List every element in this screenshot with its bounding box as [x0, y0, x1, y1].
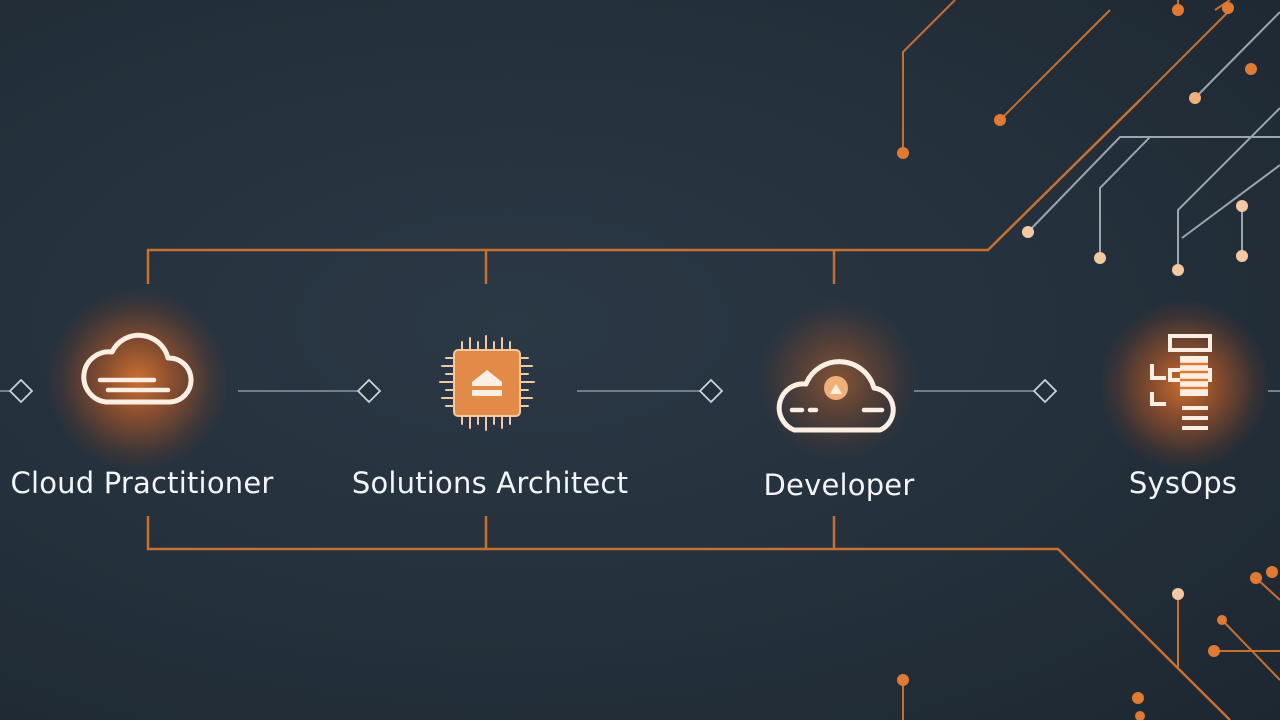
connector-diamonds: [8, 378, 1058, 404]
circuit-traces-top-right: [902, 0, 1280, 270]
upper-bracket: [146, 99, 1141, 284]
lower-bracket: [146, 516, 1231, 720]
diamond-marker: [1032, 378, 1058, 404]
cloud-upload-icon: [776, 359, 896, 433]
circuit-nodes-bottom-right: [897, 566, 1278, 720]
diamond-marker: [698, 378, 724, 404]
server-stack-icon: [1150, 334, 1212, 430]
diamond-marker: [356, 378, 382, 404]
step-label-cloud-practitioner: Cloud Practitioner: [10, 466, 274, 500]
step-label-developer: Developer: [763, 468, 915, 502]
step-label-solutions-architect: Solutions Architect: [351, 466, 629, 500]
circuit-nodes-top-right: [897, 2, 1257, 276]
diamond-marker: [8, 378, 34, 404]
circuit-traces-bottom-right: [902, 577, 1280, 720]
step-label-sysops: SysOps: [1128, 466, 1238, 500]
chip-icon: [439, 335, 535, 431]
cloud-icon: [81, 332, 194, 405]
